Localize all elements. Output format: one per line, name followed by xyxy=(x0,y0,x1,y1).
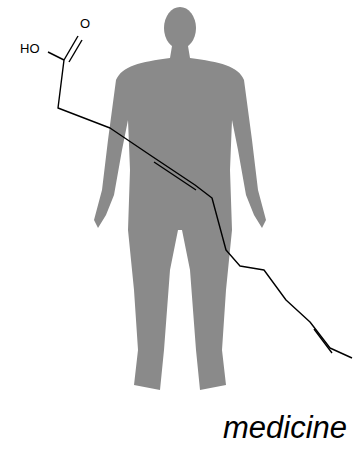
body xyxy=(94,46,266,390)
caption: medicine xyxy=(223,412,347,443)
atom-label: HO xyxy=(20,42,40,55)
human-silhouette xyxy=(94,7,266,390)
atom-label: O xyxy=(80,17,90,30)
fatty-acid-chain xyxy=(48,36,352,358)
carbon-chain xyxy=(58,60,352,358)
bond-co-second xyxy=(69,40,82,62)
bond-oh xyxy=(48,52,64,60)
bond-co xyxy=(64,36,78,60)
double-bond-1 xyxy=(154,162,196,190)
head xyxy=(164,7,196,49)
double-bond-2 xyxy=(314,329,332,353)
